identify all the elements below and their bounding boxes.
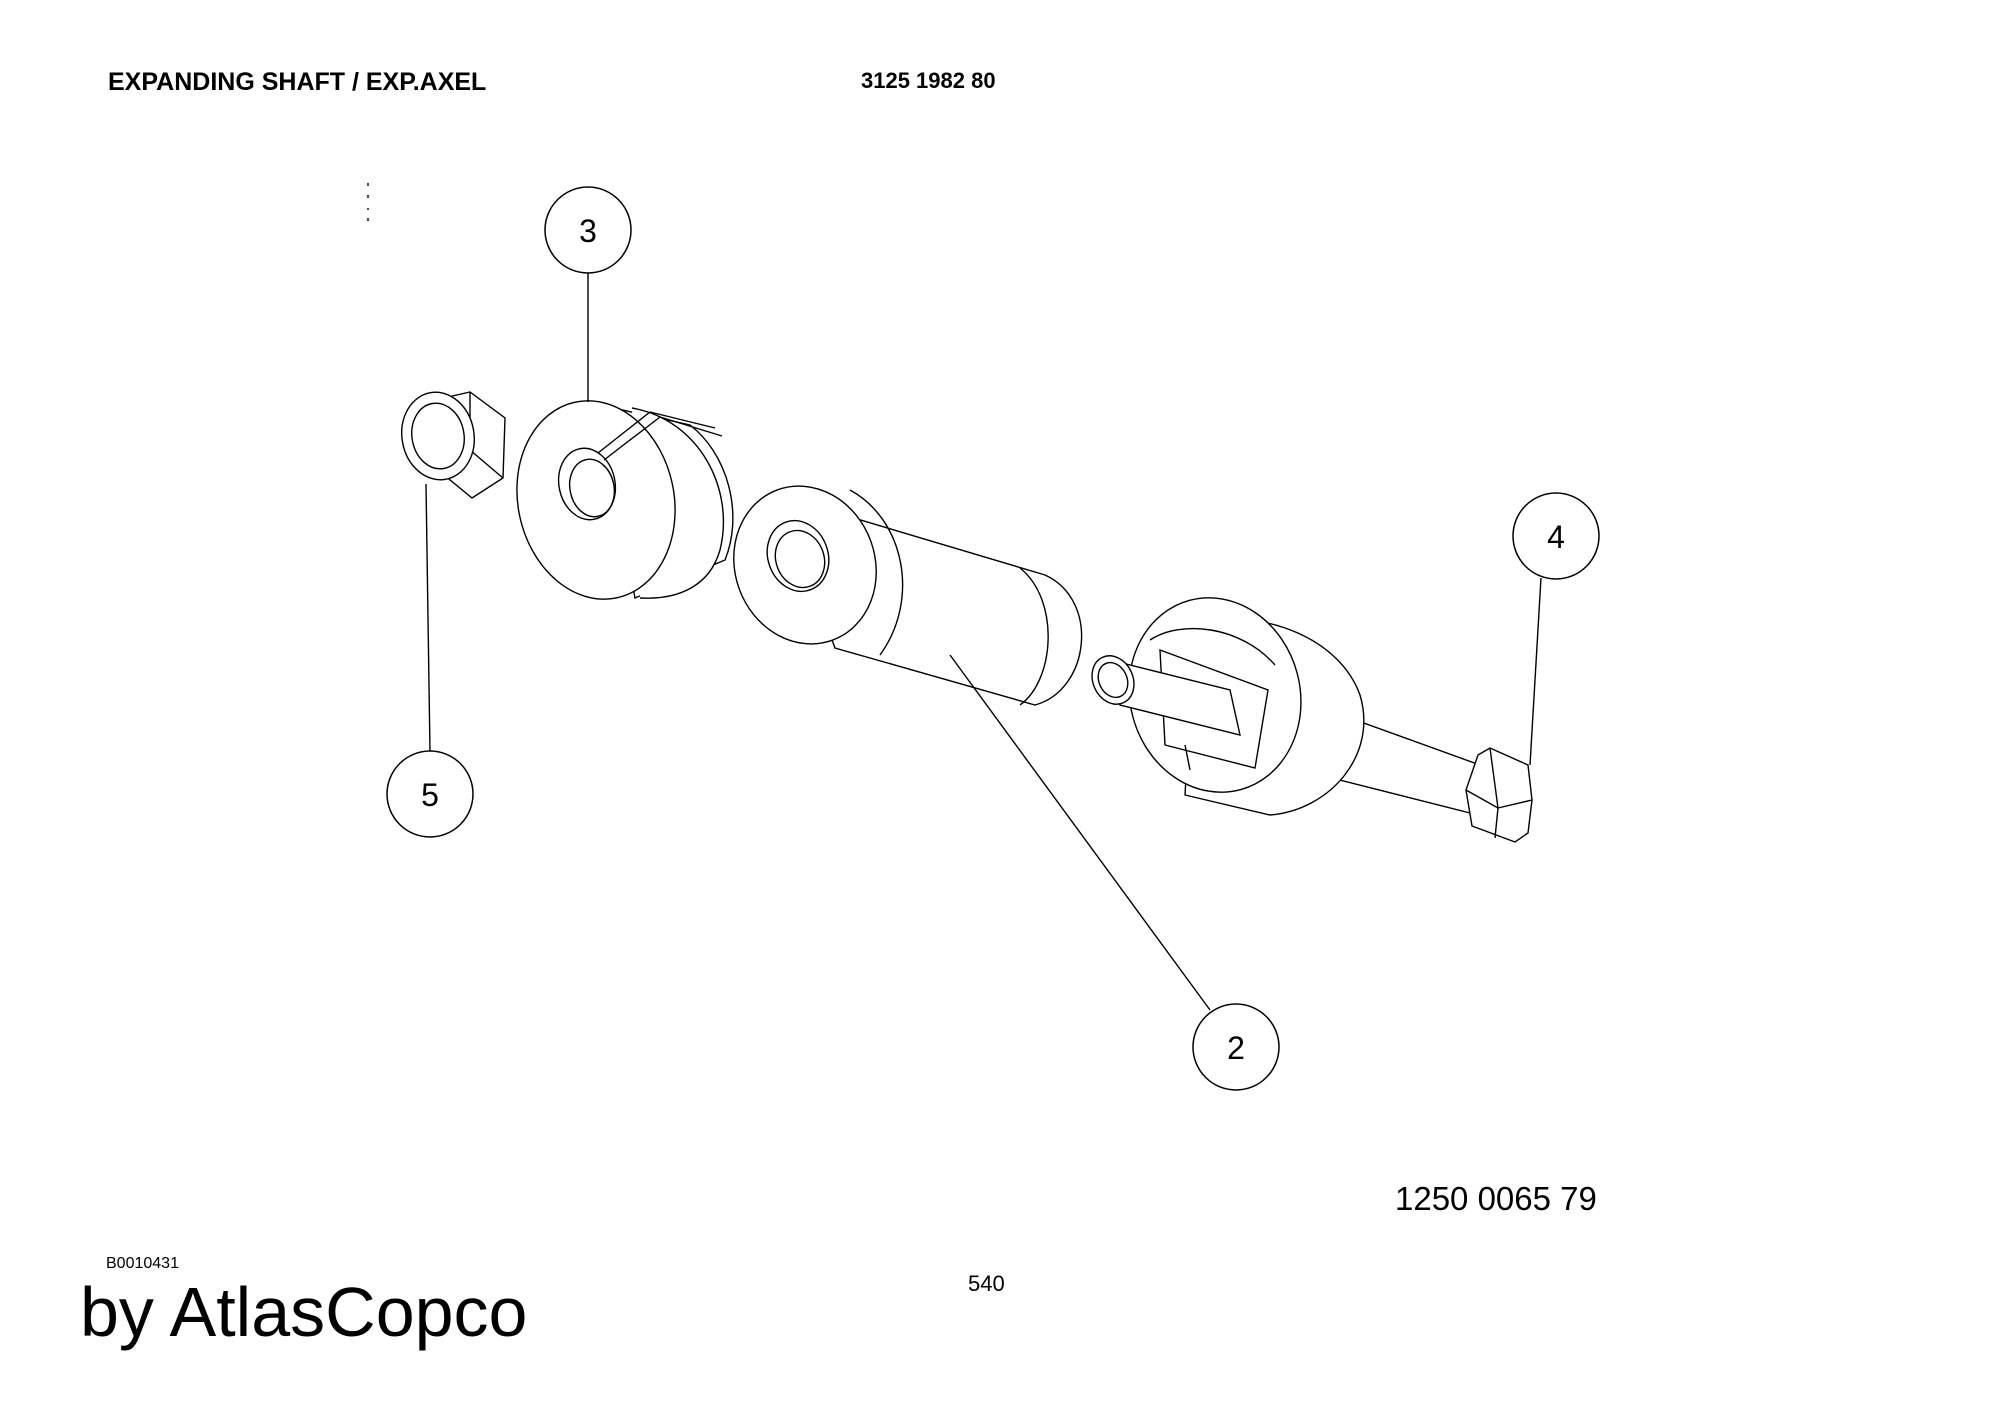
leader-lines <box>425 264 1542 1011</box>
part-number: 3125 1982 80 <box>861 68 996 93</box>
callout-2-label: 2 <box>1227 1030 1245 1066</box>
callout-3: 3 <box>544 186 632 274</box>
callout-3-label: 3 <box>579 213 597 249</box>
document-title: EXPANDING SHAFT / EXP.AXEL <box>108 68 487 96</box>
sub-part-number: 1250 0065 79 <box>1395 1180 1597 1217</box>
drawing-code: B0010431 <box>106 1255 179 1272</box>
callout-5-label: 5 <box>421 777 439 813</box>
brand-logo-text: by AtlasCopco <box>80 1273 528 1351</box>
callout-4: 4 <box>1512 492 1600 580</box>
callout-2: 2 <box>1192 1003 1280 1091</box>
page-number: 540 <box>968 1271 1005 1296</box>
part-5-nut <box>401 391 506 499</box>
part-3-collar <box>516 400 734 600</box>
callout-5: 5 <box>386 750 474 838</box>
callout-4-label: 4 <box>1547 519 1565 555</box>
part-4-bolt <box>1091 597 1533 843</box>
part-2-sleeve <box>733 485 1083 706</box>
